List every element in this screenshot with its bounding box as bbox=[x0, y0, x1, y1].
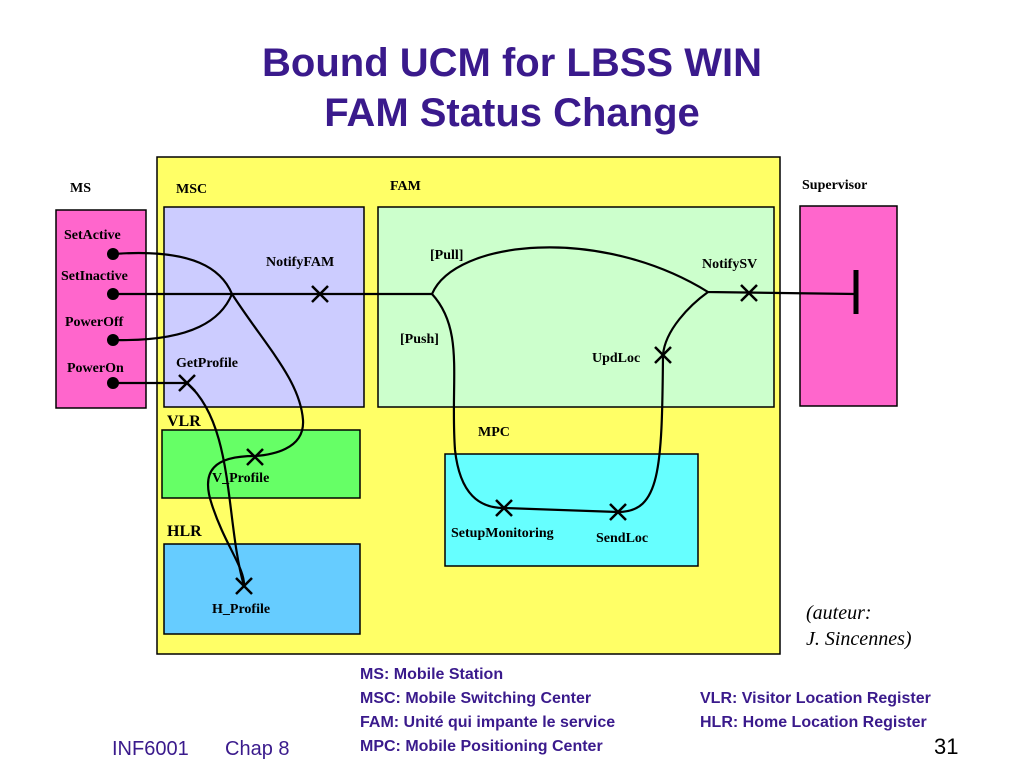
label-vprofile: V_Profile bbox=[212, 471, 269, 486]
start-point-poweroff[interactable] bbox=[107, 334, 119, 346]
ms-component bbox=[55, 209, 147, 409]
start-label-setactive: SetActive bbox=[64, 228, 121, 243]
cross-getprofile bbox=[178, 374, 196, 392]
path-poweroff bbox=[112, 293, 234, 342]
legend-item: VLR: Visitor Location Register bbox=[700, 690, 931, 707]
legend-left: MS: Mobile Station MSC: Mobile Switching… bbox=[360, 663, 615, 759]
cross-hprofile bbox=[235, 577, 253, 595]
author-line-2: J. Sincennes) bbox=[806, 628, 912, 650]
page-number: 31 bbox=[934, 734, 959, 759]
legend-item: MPC: Mobile Positioning Center bbox=[360, 738, 603, 755]
start-label-poweron: PowerOn bbox=[67, 361, 124, 376]
label-setupmonitoring: SetupMonitoring bbox=[451, 526, 554, 541]
start-point-setinactive[interactable] bbox=[107, 288, 119, 300]
cross-notifysv bbox=[740, 284, 758, 302]
legend-item: HLR: Home Location Register bbox=[700, 714, 927, 731]
msc-label: MSC bbox=[176, 182, 207, 197]
start-label-poweroff: PowerOff bbox=[65, 315, 124, 330]
supervisor-component bbox=[799, 205, 898, 407]
ms-label: MS bbox=[70, 181, 91, 196]
path-main-horizontal bbox=[113, 246, 857, 296]
path-poweron bbox=[113, 381, 246, 587]
hlr-label: HLR bbox=[167, 523, 202, 540]
cross-vprofile bbox=[246, 448, 264, 466]
title-line-2: FAM Status Change bbox=[324, 91, 700, 135]
label-sendloc: SendLoc bbox=[596, 531, 648, 546]
title-line-1: Bound UCM for LBSS WIN bbox=[262, 41, 762, 85]
author-line-1: (auteur: bbox=[806, 602, 872, 624]
cross-setupmonitoring bbox=[495, 499, 513, 517]
legend-right: VLR: Visitor Location Register HLR: Home… bbox=[700, 687, 931, 735]
hlr-component bbox=[163, 543, 361, 635]
label-push: [Push] bbox=[400, 332, 439, 347]
path-setactive bbox=[112, 251, 234, 295]
vlr-label: VLR bbox=[167, 413, 201, 430]
cross-notifyfam bbox=[311, 285, 329, 303]
cross-sendloc bbox=[609, 503, 627, 521]
start-label-setinactive: SetInactive bbox=[61, 269, 128, 284]
mpc-label: MPC bbox=[478, 425, 510, 440]
responsibility-marks bbox=[178, 284, 758, 595]
label-notifysv: NotifySV bbox=[702, 257, 757, 272]
label-pull: [Pull] bbox=[430, 248, 463, 263]
msc-component bbox=[163, 206, 365, 408]
label-getprofile: GetProfile bbox=[176, 356, 238, 371]
footer-chapter: Chap 8 bbox=[225, 738, 290, 760]
label-updloc: UpdLoc bbox=[592, 351, 640, 366]
cross-updloc bbox=[654, 346, 672, 364]
slide-title: Bound UCM for LBSS WIN FAM Status Change bbox=[0, 38, 1024, 138]
label-hprofile: H_Profile bbox=[212, 602, 270, 617]
footer-course: INF6001 bbox=[112, 738, 189, 760]
fam-label: FAM bbox=[390, 179, 421, 194]
legend-item: MS: Mobile Station bbox=[360, 666, 504, 683]
fam-component bbox=[377, 206, 775, 408]
label-notifyfam: NotifyFAM bbox=[266, 255, 334, 270]
legend-item: FAM: Unité qui impante le service bbox=[360, 714, 616, 731]
start-point-setactive[interactable] bbox=[107, 248, 119, 260]
author-note: (auteur: J. Sincennes) bbox=[806, 600, 912, 652]
legend-item: MSC: Mobile Switching Center bbox=[360, 690, 592, 707]
supervisor-label: Supervisor bbox=[802, 178, 867, 193]
start-point-poweron[interactable] bbox=[107, 377, 119, 389]
